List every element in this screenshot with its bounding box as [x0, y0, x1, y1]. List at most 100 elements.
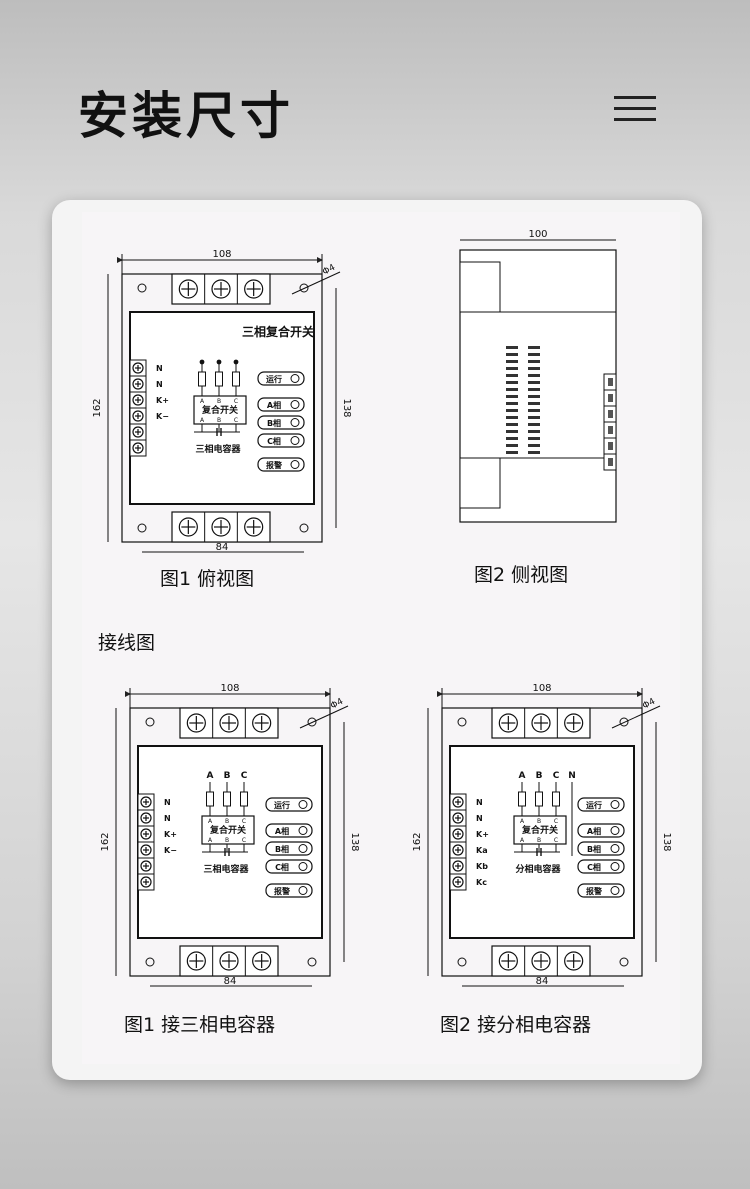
- vent-slot: [528, 423, 540, 426]
- indicator-label: 运行: [586, 800, 602, 810]
- vent-slot: [528, 451, 540, 454]
- indicator-label: 报警: [266, 460, 282, 470]
- wiring-fig1-caption: 图1 接三相电容器: [124, 1014, 276, 1036]
- dim-hole-label: Φ4: [321, 263, 337, 278]
- switch-phase-top: A: [208, 818, 213, 825]
- vent-slot: [528, 444, 540, 447]
- capacitor-label: 分相电容器: [515, 863, 561, 875]
- vent-slot: [528, 430, 540, 433]
- indicator-label: B相: [587, 844, 601, 854]
- indicator-label: 报警: [586, 886, 602, 896]
- mounting-hole: [619, 717, 629, 727]
- vent-slot: [506, 353, 518, 356]
- fuse-element: [215, 371, 223, 387]
- vent-slot: [528, 374, 540, 377]
- indicator-label: 运行: [274, 800, 290, 810]
- wiring-heading: 接线图: [98, 632, 156, 654]
- hole-leader: [611, 705, 661, 729]
- switch-phase-bottom: B: [225, 837, 229, 844]
- mounting-hole: [137, 283, 147, 293]
- side-bottom-rail: [459, 457, 501, 509]
- switch-phase-bottom: C: [242, 837, 246, 844]
- switch-phase-bottom: B: [217, 417, 221, 424]
- dim-height-label: 162: [100, 832, 111, 851]
- switch-label: 复合开关: [201, 404, 238, 416]
- indicator-label: 运行: [266, 374, 282, 384]
- fuse-element: [552, 791, 560, 807]
- switch-phase-top: A: [520, 818, 525, 825]
- capacitor-label: 三相电容器: [203, 863, 249, 875]
- fuse-element: [518, 791, 526, 807]
- indicator-led-icon: [298, 886, 308, 895]
- fuse-element: [223, 791, 231, 807]
- indicator-label: 报警: [274, 886, 290, 896]
- switch-phase-bottom: C: [554, 837, 558, 844]
- vent-slot: [506, 430, 518, 433]
- top-view-caption: 图1 俯视图: [160, 568, 255, 590]
- indicator-led-icon: [290, 436, 300, 445]
- switch-label: 复合开关: [209, 824, 246, 836]
- mounting-hole: [307, 957, 317, 967]
- side-terminal-screw: [608, 426, 613, 434]
- dim-hole-label: Φ4: [329, 697, 345, 712]
- vent-slot: [528, 381, 540, 384]
- menu-icon[interactable]: [614, 94, 658, 124]
- side-terminal-screw: [608, 442, 613, 450]
- terminal-label: N: [476, 798, 483, 807]
- terminal-label: N: [476, 814, 483, 823]
- top-view-diagram: NNK+K−三相复合开关复合开关AABBCC三相电容器运行A相B相C相报警108…: [92, 249, 352, 553]
- terminal-label: K−: [164, 846, 177, 855]
- indicator-label: C相: [275, 862, 289, 872]
- phase-label: C: [241, 771, 248, 781]
- side-view-diagram: 100: [459, 229, 617, 523]
- dim-width-label: 108: [532, 683, 551, 694]
- indicator-led-icon: [610, 844, 620, 853]
- vent-slot: [528, 353, 540, 356]
- terminal-label: Kc: [476, 878, 487, 887]
- side-terminal-screw: [608, 410, 613, 418]
- indicator-label: B相: [267, 418, 281, 428]
- vent-slot: [506, 451, 518, 454]
- terminal-label: N: [164, 814, 171, 823]
- vent-slot: [506, 346, 518, 349]
- indicator-label: C相: [267, 436, 281, 446]
- mounting-hole: [299, 283, 309, 293]
- terminal-label: N: [164, 798, 171, 807]
- mounting-hole: [299, 523, 309, 533]
- terminal-label: K+: [156, 396, 169, 405]
- switch-phase-bottom: A: [200, 417, 205, 424]
- wiring-fig2-caption: 图2 接分相电容器: [440, 1014, 592, 1036]
- fuse-element: [206, 791, 214, 807]
- fuse-element: [535, 791, 543, 807]
- dim-inner-label: 138: [661, 832, 672, 851]
- switch-phase-bottom: C: [234, 417, 238, 424]
- fuse-element: [232, 371, 240, 387]
- dim-inner-label: 138: [341, 398, 352, 417]
- mounting-hole: [619, 957, 629, 967]
- vent-slot: [506, 360, 518, 363]
- terminal-label: K+: [164, 830, 177, 839]
- page-title: 安装尺寸: [78, 87, 294, 145]
- dim-inner-label: 138: [349, 832, 360, 851]
- hole-leader: [291, 271, 341, 295]
- indicator-led-icon: [290, 418, 300, 427]
- vent-slot: [528, 346, 540, 349]
- terminal-label: Ka: [476, 846, 488, 855]
- switch-phase-bottom: A: [208, 837, 213, 844]
- indicator-led-icon: [298, 844, 308, 853]
- vent-slot: [528, 395, 540, 398]
- capacitor-label: 三相电容器: [195, 443, 241, 455]
- indicator-label: C相: [587, 862, 601, 872]
- phase-label: A: [207, 771, 214, 781]
- switch-box: [513, 815, 567, 845]
- terminal-label: N: [156, 364, 163, 373]
- phase-label: A: [519, 771, 526, 781]
- terminal-label: Kb: [476, 862, 488, 871]
- phase-label: C: [553, 771, 560, 781]
- indicator-led-icon: [290, 400, 300, 409]
- vent-slot: [528, 416, 540, 419]
